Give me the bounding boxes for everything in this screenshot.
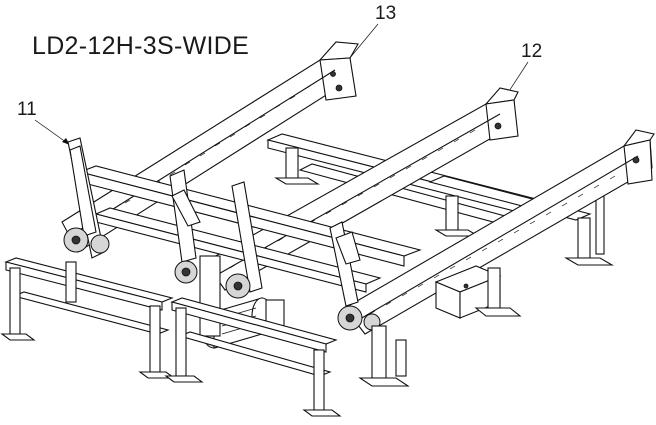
front-stand-right: [164, 297, 342, 417]
hub-5-center: [345, 313, 355, 323]
rail-right-chain-links: [369, 175, 616, 315]
rail-13-chain-line: [69, 69, 336, 237]
rear-leg-3-foot: [563, 257, 615, 266]
motor-mount-post: [199, 255, 221, 337]
rear-leg-3: [577, 217, 591, 259]
rail-13-bolt-2: [330, 71, 336, 77]
pivot-arm-1-inner: [69, 145, 97, 237]
callout-12: 12: [521, 41, 543, 62]
drawing-title: LD2-12H-3S-WIDE: [32, 32, 250, 60]
left-stand-leg-2: [149, 305, 161, 373]
control-box-knob: [463, 283, 469, 289]
hub-4-center: [233, 281, 243, 291]
pivot-arm-4-plate: [335, 231, 361, 265]
left-stand-leg-1: [9, 267, 21, 335]
rail-right-bolt: [632, 156, 640, 164]
center-leg-foot: [358, 377, 410, 387]
pivot-arm-2-plate: [171, 189, 201, 227]
right-stand-top-face: [171, 301, 327, 353]
conveyor-rail-13: [61, 41, 359, 253]
hub-1-center: [71, 235, 81, 245]
right-stand-leg-1: [175, 307, 187, 377]
right-front-legs: [358, 267, 522, 387]
left-stand-mid-rail: [12, 291, 170, 335]
front-stand-left: [0, 257, 176, 379]
pivot-arms: [67, 137, 361, 307]
rear-leg-3b: [595, 195, 605, 255]
drive-hubs: [63, 227, 381, 331]
rear-leg-1: [285, 147, 299, 179]
rail-13-end-plate: [319, 57, 357, 101]
right-stand-mid-rail: [178, 331, 332, 377]
right-stand-foot-1: [164, 375, 204, 383]
left-stand-leg-3: [65, 261, 77, 303]
rail-12-end-plate: [485, 99, 519, 141]
rail-12-bolt: [494, 122, 502, 130]
hub-2: [90, 234, 110, 254]
rail-13-top-end: [318, 41, 359, 61]
rail-13-bolt: [335, 84, 343, 92]
right-leg-1: [487, 267, 501, 309]
rail-right-chain-line: [354, 155, 639, 323]
left-stand-foot-1: [0, 333, 36, 341]
rear-leg-1-foot: [274, 177, 320, 185]
right-stand-foot-2: [302, 409, 342, 417]
callout-11: 11: [17, 99, 37, 120]
right-stand-leg-2: [313, 349, 325, 411]
pivot-arm-4: [329, 221, 359, 307]
right-leg-1-foot: [474, 307, 522, 317]
callout-13: 13: [375, 3, 397, 24]
pivot-arm-3: [231, 181, 263, 293]
left-stand-top-face: [5, 261, 163, 311]
rear-legs: [274, 147, 615, 266]
conveyor-rail-right: [344, 129, 655, 335]
center-leg: [371, 325, 387, 379]
center-leg-2: [395, 339, 407, 377]
hub-3-center: [181, 267, 191, 277]
conveyor-rail-12: [204, 87, 519, 291]
rear-leg-2: [445, 195, 459, 231]
